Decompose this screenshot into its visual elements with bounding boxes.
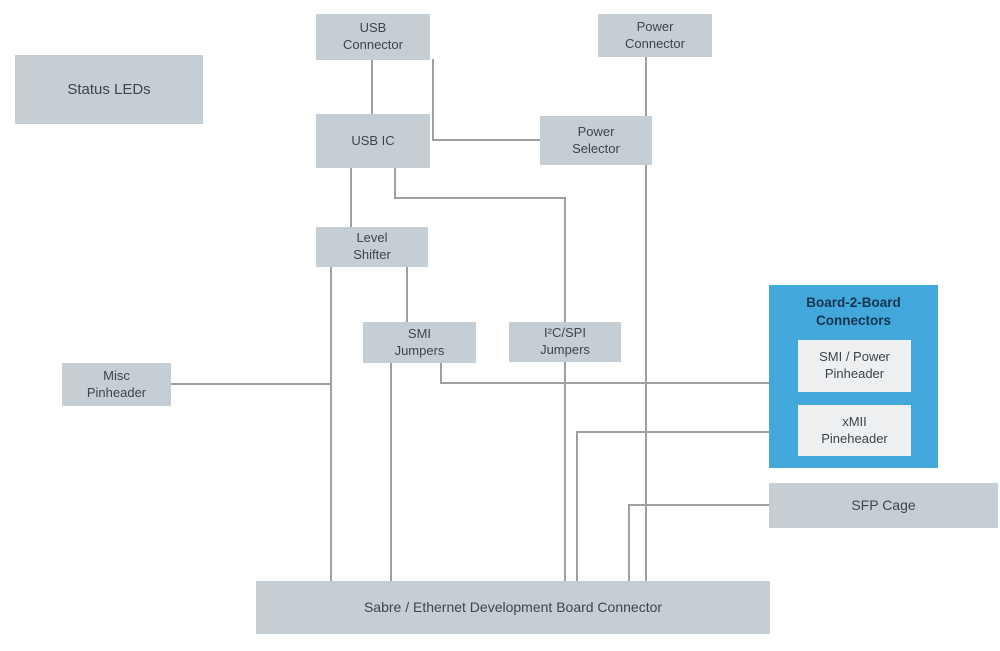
node-level-shifter: Level Shifter [316, 227, 428, 267]
group-board-2-board-title: Board-2-Board Connectors [806, 295, 901, 328]
node-usb-ic-label: USB IC [351, 132, 395, 148]
node-status-leds-label: Status LEDs [67, 80, 151, 98]
node-smi-jumpers-label: SMI Jumpers [394, 325, 445, 358]
edge-usb-ic-to-i2c-spi-vertical-1 [394, 168, 396, 198]
node-i2c-spi-jumpers-label: I²C/SPI Jumpers [540, 325, 590, 357]
edge-power-connector-to-power-selector [645, 57, 647, 116]
edge-sfp-cage-to-sabre-vertical [628, 504, 630, 581]
node-power-selector-label: Power Selector [572, 123, 620, 156]
edge-sfp-cage-horizontal [628, 504, 769, 506]
node-misc-pinheader-label: Misc Pinheader [86, 367, 147, 400]
edge-smi-jumpers-to-sabre [390, 363, 392, 581]
node-status-leds: Status LEDs [15, 55, 203, 124]
node-misc-pinheader: Misc Pinheader [62, 363, 171, 406]
node-i2c-spi-jumpers: I²C/SPI Jumpers [509, 322, 621, 362]
node-sfp-cage-label: SFP Cage [851, 497, 916, 514]
edge-misc-pinheader-join [171, 383, 330, 385]
node-power-selector: Power Selector [540, 116, 652, 165]
node-power-connector: Power Connector [598, 14, 712, 57]
edge-xmii-to-sabre-vertical [576, 431, 578, 581]
node-usb-connector-label: USB Connector [343, 20, 403, 52]
edge-usb-connector-to-usb-ic [371, 60, 373, 114]
node-usb-ic: USB IC [316, 114, 430, 168]
edge-smi-jumpers-to-b2b-horizontal [440, 382, 769, 384]
node-sfp-cage: SFP Cage [769, 483, 998, 528]
edge-usb-ic-to-i2c-spi-vertical-2 [564, 197, 566, 322]
edge-smi-jumpers-to-b2b-vertical [440, 363, 442, 383]
node-sabre-label: Sabre / Ethernet Development Board Conne… [363, 599, 663, 616]
edge-power-selector-to-sabre [645, 165, 647, 581]
node-xmii-pineheader-label: xMII Pineheader [821, 413, 888, 446]
edge-usb-ic-to-i2c-spi-horizontal [394, 197, 566, 199]
node-xmii-pineheader: xMII Pineheader [798, 405, 911, 456]
node-smi-power-pinheader: SMI / Power Pinheader [798, 340, 911, 392]
edge-level-shifter-to-sabre [330, 267, 332, 581]
edge-usb-connector-to-power-selector-vertical [432, 59, 434, 140]
edge-i2c-spi-to-sabre [564, 362, 566, 581]
edge-xmii-horizontal [576, 431, 769, 433]
node-smi-jumpers: SMI Jumpers [363, 322, 476, 363]
node-sabre-ethernet-dev-board-connector: Sabre / Ethernet Development Board Conne… [256, 581, 770, 634]
edge-usb-ic-to-level-shifter [350, 168, 352, 227]
node-smi-power-pinheader-label: SMI / Power Pinheader [819, 349, 890, 381]
edge-usb-connector-to-power-selector-horizontal [432, 139, 540, 141]
node-usb-connector: USB Connector [316, 14, 430, 60]
node-level-shifter-label: Level Shifter [353, 230, 391, 262]
node-power-connector-label: Power Connector [625, 18, 685, 51]
edge-level-shifter-to-smi-jumpers [406, 267, 408, 322]
